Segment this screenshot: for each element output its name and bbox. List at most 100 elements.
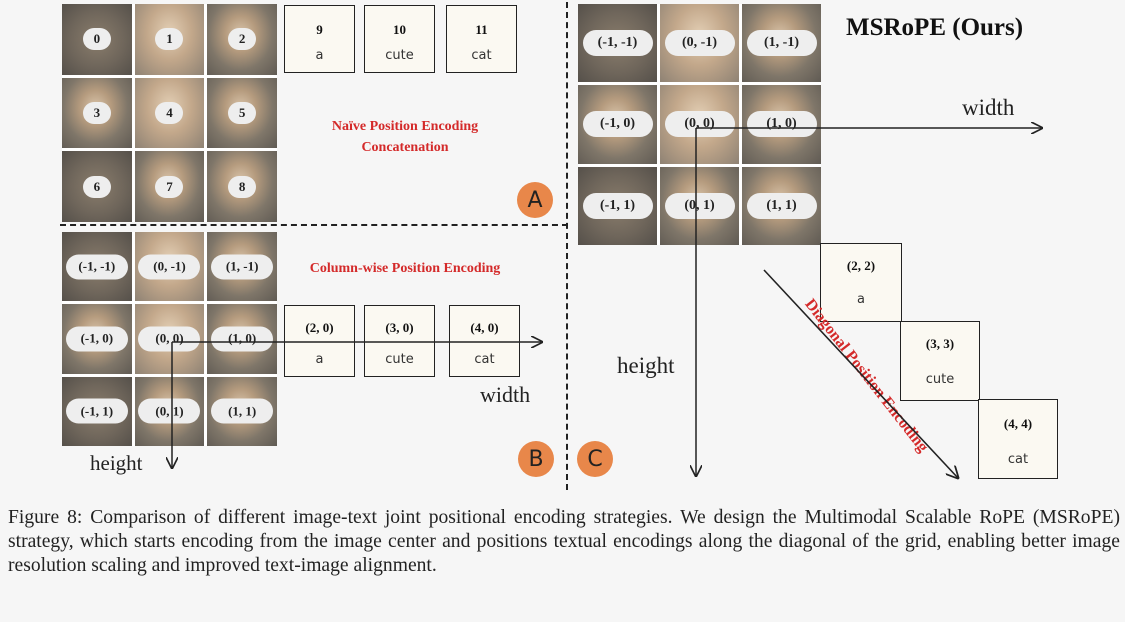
grid-cell-label: (-1, 0) [582, 111, 653, 138]
grid-cell-label: (1, 1) [211, 398, 274, 424]
grid-cell-label: 2 [228, 28, 257, 51]
panel-b-badge: B [518, 441, 554, 477]
token-word: cat [471, 48, 492, 63]
panel-b-width-label: width [480, 382, 531, 407]
token-position: 10 [393, 22, 406, 37]
grid-cell: (-1, -1) [578, 4, 657, 83]
text-token: (2, 2) a [820, 243, 902, 322]
panel-c-diagonal-arrow [763, 269, 958, 478]
grid-cell: (-1, 1) [62, 376, 132, 446]
grid-cell: (-1, 0) [62, 304, 132, 374]
token-position: (3, 0) [385, 320, 414, 335]
grid-cell-label: (0, 1) [138, 398, 201, 424]
text-token: (4, 0) cat [449, 305, 520, 377]
token-position: 11 [475, 22, 488, 37]
grid-cell-label: (-1, 1) [65, 398, 128, 424]
grid-cell: (-1, 0) [578, 85, 657, 164]
token-position: (4, 4) [1003, 416, 1033, 431]
grid-cell: 4 [134, 77, 205, 149]
token-position: (2, 0) [305, 320, 334, 335]
text-token: (2, 0) a [284, 305, 355, 377]
grid-cell-label: 3 [82, 101, 111, 124]
grid-cell-label: (0, 0) [664, 111, 735, 138]
token-word: cat [1007, 452, 1029, 467]
grid-cell: (-1, -1) [62, 232, 132, 302]
grid-cell-label: (-1, -1) [582, 30, 653, 57]
grid-cell: (0, 0) [134, 304, 205, 374]
grid-cell-label: 6 [82, 175, 111, 198]
grid-cell-label: (-1, -1) [65, 254, 128, 280]
grid-cell: 6 [62, 151, 132, 222]
grid-cell-label: (0, -1) [138, 254, 201, 280]
panel-a-title-line1: Naïve Position Encoding [331, 119, 479, 134]
panel-c-title: MSRoPE (Ours) [846, 14, 1024, 41]
grid-cell-label: (1, 1) [746, 192, 817, 219]
grid-cell: (1, -1) [742, 4, 821, 83]
grid-cell-label: 1 [155, 28, 184, 51]
grid-cell: 0 [62, 4, 132, 75]
figure-8: 0 1 2 3 4 5 6 7 8 9 a 10 cute 11 cat Naï… [0, 0, 1125, 495]
panel-b-title: Column-wise Position Encoding [309, 261, 501, 276]
grid-cell: (1, 0) [742, 85, 821, 164]
panel-b-height-label: height [90, 451, 143, 475]
panel-b-image-grid: (-1, -1) (0, -1) (1, -1) (-1, 0) (0, 0) … [62, 232, 277, 446]
grid-cell-label: (0, 1) [664, 192, 735, 219]
text-token: 11 cat [446, 5, 517, 73]
panel-c-badge: C [577, 441, 613, 477]
grid-cell-label: (-1, 0) [65, 326, 128, 352]
grid-cell: 8 [207, 151, 277, 222]
grid-cell-label: 8 [228, 175, 257, 198]
grid-cell: 2 [207, 4, 277, 75]
token-word: cat [474, 352, 495, 367]
panel-a-badge: A [517, 182, 553, 218]
panel-a-image-grid: 0 1 2 3 4 5 6 7 8 [62, 4, 277, 222]
token-position: (3, 3) [925, 336, 955, 351]
grid-cell: (1, -1) [207, 232, 277, 302]
token-word: a [857, 292, 865, 307]
grid-cell: (-1, 1) [578, 166, 657, 245]
grid-cell: (1, 0) [207, 304, 277, 374]
grid-cell: 7 [134, 151, 205, 222]
token-word: cute [385, 48, 414, 63]
grid-cell: (0, 1) [660, 166, 739, 245]
grid-cell-label: (-1, 1) [582, 192, 653, 219]
grid-cell: 3 [62, 77, 132, 149]
grid-cell-label: (0, 0) [138, 326, 201, 352]
token-position: 9 [316, 22, 323, 37]
grid-cell: (0, 1) [134, 376, 205, 446]
grid-cell-label: (1, -1) [746, 30, 817, 57]
panel-c-width-label: width [962, 95, 1015, 120]
grid-cell: (0, -1) [660, 4, 739, 83]
panel-a-title-line2: Concatenation [361, 140, 449, 155]
grid-cell-label: (1, 0) [746, 111, 817, 138]
grid-cell: 5 [207, 77, 277, 149]
token-word: a [315, 352, 324, 367]
grid-cell: (1, 1) [742, 166, 821, 245]
token-position: (2, 2) [846, 258, 876, 273]
grid-cell-label: (1, -1) [211, 254, 274, 280]
panel-c-height-label: height [617, 353, 675, 378]
grid-cell: (0, -1) [134, 232, 205, 302]
text-token: (3, 0) cute [364, 305, 435, 377]
text-token: (4, 4) cat [978, 399, 1058, 479]
grid-cell: (1, 1) [207, 376, 277, 446]
token-word: a [315, 48, 324, 63]
panel-divider-vertical [566, 2, 568, 490]
grid-cell: (0, 0) [660, 85, 739, 164]
token-word: cute [385, 352, 414, 367]
grid-cell: 1 [134, 4, 205, 75]
arrows-layer [0, 0, 1125, 495]
grid-cell-label: 4 [155, 101, 184, 124]
token-position: (4, 0) [470, 320, 499, 335]
panel-a-title: Naïve Position Encoding Concatenation [300, 116, 510, 158]
panel-c-image-grid: (-1, -1) (0, -1) (1, -1) (-1, 0) (0, 0) … [578, 4, 821, 245]
token-word: cute [925, 372, 955, 387]
text-token: 10 cute [364, 5, 435, 73]
grid-cell-label: 5 [228, 101, 257, 124]
grid-cell-label: 7 [155, 175, 184, 198]
text-token: (3, 3) cute [900, 321, 980, 401]
grid-cell-label: (0, -1) [664, 30, 735, 57]
panel-divider-horizontal [60, 224, 568, 226]
grid-cell-label: 0 [82, 28, 111, 51]
figure-caption: Figure 8: Comparison of different image-… [8, 507, 1120, 576]
